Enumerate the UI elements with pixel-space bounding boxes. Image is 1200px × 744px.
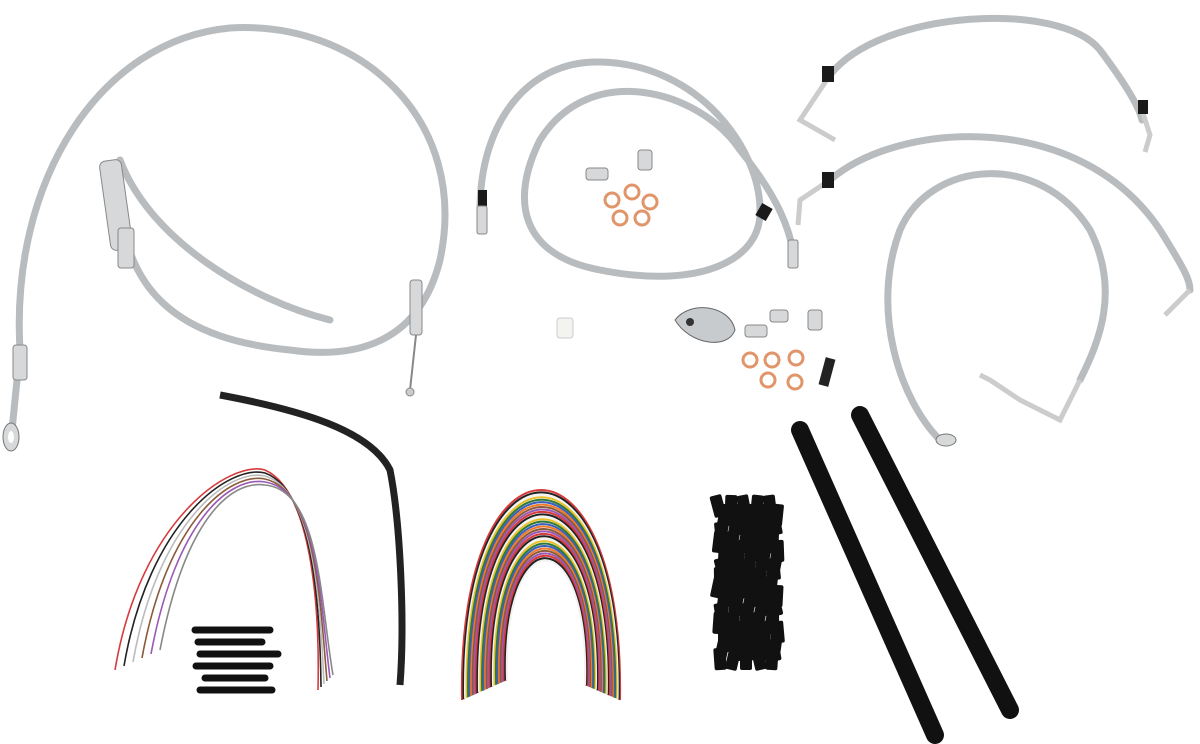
wire bbox=[502, 554, 589, 687]
wire bbox=[495, 542, 595, 689]
large-wire-bundle bbox=[460, 489, 622, 701]
clutch-cable bbox=[2, 24, 449, 452]
wire bbox=[132, 474, 325, 685]
wire bbox=[493, 540, 596, 690]
wire bbox=[496, 545, 594, 689]
copper-washer bbox=[641, 193, 659, 211]
copper-washers bbox=[603, 183, 805, 391]
brake-line-upper-right bbox=[796, 14, 1153, 153]
wire bbox=[505, 559, 587, 686]
wire bbox=[114, 468, 320, 691]
wire bbox=[159, 483, 334, 676]
wire bbox=[499, 549, 591, 688]
heat-shrink-piece bbox=[765, 647, 779, 671]
copper-washer bbox=[611, 209, 629, 227]
heat-shrink-pile bbox=[709, 494, 785, 671]
heat-shrink-piece bbox=[740, 648, 752, 670]
copper-washer bbox=[623, 183, 641, 201]
wire bbox=[504, 557, 588, 686]
copper-washer bbox=[787, 349, 805, 367]
banjo-bolts bbox=[556, 149, 836, 387]
copper-washer bbox=[786, 373, 804, 391]
heat-shrink-pieces-left bbox=[191, 626, 282, 694]
brake-line-loop-right bbox=[884, 170, 1109, 447]
copper-washer bbox=[763, 351, 781, 369]
heat-shrink-long bbox=[219, 391, 406, 686]
heat-shrink-strips bbox=[791, 406, 1019, 744]
copper-washer bbox=[759, 371, 777, 389]
wire bbox=[141, 477, 328, 682]
wire bbox=[123, 471, 322, 688]
brake-line-right bbox=[795, 133, 1194, 317]
small-wire-bundle bbox=[114, 468, 334, 691]
wire bbox=[498, 547, 593, 688]
wire bbox=[501, 552, 590, 687]
copper-washer bbox=[741, 351, 759, 369]
heat-shrink-piece bbox=[751, 647, 767, 671]
heat-shrink-piece bbox=[725, 647, 741, 671]
heat-shrink-piece bbox=[713, 647, 727, 671]
copper-washer bbox=[633, 209, 651, 227]
copper-washer bbox=[603, 191, 621, 209]
wire bbox=[150, 480, 331, 679]
brake-line-middle bbox=[476, 58, 799, 280]
